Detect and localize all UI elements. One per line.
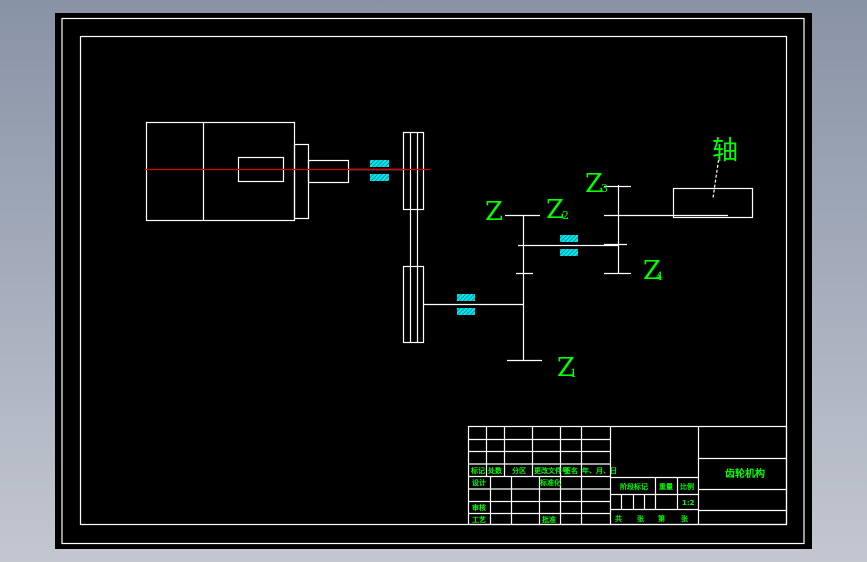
- sheet-total-label: 共: [615, 514, 622, 523]
- header-change-doc: 更改文件号: [534, 466, 569, 475]
- bearing-upper-1: [370, 160, 389, 167]
- drawing-sheet: Z Z 2 Z 3 Z 4 Z 1 轴: [55, 13, 812, 549]
- label-z1-main: Z: [557, 353, 575, 383]
- header-mark: 标记: [470, 466, 485, 475]
- bearing-lower-1: [370, 174, 389, 181]
- row-approve: 批准: [542, 515, 556, 524]
- row-process: 工艺: [472, 515, 486, 524]
- label-z3-main: Z: [585, 169, 603, 199]
- motor-body: [145, 121, 296, 222]
- inner-border: [79, 35, 788, 526]
- belt-pulley-assembly: [402, 131, 425, 344]
- stage-mark-label: 阶段标记: [620, 482, 648, 491]
- label-z: Z: [485, 197, 503, 227]
- label-z4: Z 4: [643, 256, 663, 286]
- weight-label: 重量: [659, 482, 673, 491]
- label-shaft: 轴: [712, 136, 738, 166]
- scale-value: 1:2: [682, 499, 695, 507]
- motor: [145, 121, 350, 222]
- label-z3: Z 3: [585, 169, 608, 199]
- bearing-upper-3: [560, 235, 578, 242]
- label-z1: Z 1: [557, 353, 577, 383]
- drawing-title: 齿轮机构: [725, 467, 765, 480]
- motor-shaft-end: [307, 159, 350, 184]
- sheet-total-unit: 张: [637, 514, 645, 523]
- label-z2-main: Z: [546, 195, 564, 225]
- label-z2: Z 2: [546, 195, 569, 225]
- header-count: 处数: [487, 466, 503, 475]
- outer-border: [61, 17, 805, 545]
- row-review: 审核: [472, 503, 486, 512]
- bearing-upper-2: [457, 294, 475, 301]
- motor-flange: [293, 143, 310, 220]
- label-z2-sub: 2: [562, 209, 569, 222]
- scale-label: 比例: [680, 482, 694, 491]
- label-z4-main: Z: [643, 256, 661, 286]
- header-signature: 签名: [563, 466, 578, 475]
- label-z4-sub: 4: [656, 270, 663, 283]
- row-design: 设计: [472, 478, 486, 487]
- sheet-number-unit: 张: [681, 514, 689, 523]
- upper-pulley: [402, 131, 425, 211]
- output-shaft-box: [672, 187, 754, 219]
- bearing-lower-2: [457, 308, 475, 315]
- lower-pulley: [402, 265, 425, 344]
- header-date: 年、月、日: [582, 466, 617, 475]
- row-standardization: 标准化: [539, 478, 561, 487]
- title-block-frame: [467, 425, 788, 526]
- cad-drawing-canvas[interactable]: Z Z 2 Z 3 Z 4 Z 1 轴: [55, 13, 812, 549]
- shaft-leader-line: [712, 149, 721, 199]
- bearing-lower-3: [560, 249, 578, 256]
- sheet-number-label: 第: [658, 514, 665, 523]
- title-block: 标记 处数 分区 更改文件号 签名 年、月、日 设计 标准化 审核 工艺 批准 …: [467, 425, 788, 526]
- header-zone: 分区: [512, 466, 526, 475]
- label-z-text: Z: [485, 197, 503, 227]
- label-z1-sub: 1: [570, 367, 577, 380]
- label-z3-sub: 3: [601, 182, 608, 195]
